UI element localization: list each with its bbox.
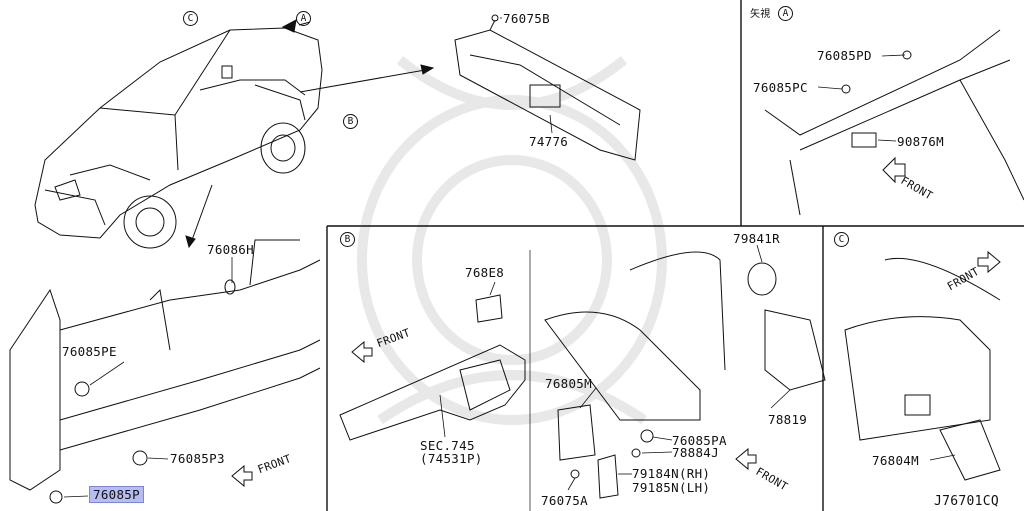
part-label-76085PA[interactable]: 76085PA xyxy=(672,433,727,448)
label-leaders xyxy=(63,17,956,498)
panel-a-illustration xyxy=(764,29,1024,216)
highlight-box[interactable]: 76085P xyxy=(89,486,144,503)
panel-b-bracket-illustration xyxy=(339,294,526,441)
panel-a-title: 矢視 xyxy=(750,9,771,20)
part-74776-illustration xyxy=(454,14,641,161)
part-label-78819[interactable]: 78819 xyxy=(768,412,808,427)
part-label-76085P3[interactable]: 76085P3 xyxy=(170,451,225,466)
part-label-76075A[interactable]: 76075A xyxy=(541,493,588,508)
part-label-76085PC[interactable]: 76085PC xyxy=(753,80,808,95)
part-label-76805M[interactable]: 76805M xyxy=(545,376,592,391)
part-label-76085PD[interactable]: 76085PD xyxy=(817,48,872,63)
part-label-76075B[interactable]: 76075B xyxy=(503,11,550,26)
view-a-callout: A xyxy=(296,11,311,26)
body-side-sill-illustration xyxy=(9,239,321,504)
panel-a-title-callout: A xyxy=(778,6,793,21)
panel-b-callout: B xyxy=(340,232,355,247)
part-label-76085P-highlighted[interactable]: 76085P xyxy=(89,486,144,503)
front-arrows xyxy=(231,156,1001,488)
part-label-76804M[interactable]: 76804M xyxy=(872,453,919,468)
view-c-callout: C xyxy=(183,11,198,26)
part-label-768E8[interactable]: 768E8 xyxy=(465,265,505,280)
part-label-74776[interactable]: 74776 xyxy=(529,134,569,149)
part-label-sec745-sub: (74531P) xyxy=(420,451,483,466)
panel-b-fuel-filler-illustration xyxy=(544,251,826,499)
part-label-79185N[interactable]: 79185N(LH) xyxy=(632,480,711,495)
part-label-79184N[interactable]: 79184N(RH) xyxy=(632,466,711,481)
part-label-78884J[interactable]: 78884J xyxy=(672,445,719,460)
part-label-90876M[interactable]: 90876M xyxy=(897,134,944,149)
part-label-79841R[interactable]: 79841R xyxy=(733,231,780,246)
view-b-callout: B xyxy=(343,114,358,129)
leader-arrows xyxy=(185,19,435,249)
part-label-76086H[interactable]: 76086H xyxy=(207,242,254,257)
panel-c-illustration xyxy=(844,257,1001,481)
diagram-code: J76701CQ xyxy=(934,494,1000,509)
panel-c-callout: C xyxy=(834,232,849,247)
vehicle-illustration xyxy=(34,27,323,249)
panel-frames xyxy=(326,0,1024,511)
part-label-76085PE[interactable]: 76085PE xyxy=(62,344,117,359)
watermark-emblem xyxy=(357,56,667,425)
part-label-sec745[interactable]: SEC.745 xyxy=(420,438,475,453)
